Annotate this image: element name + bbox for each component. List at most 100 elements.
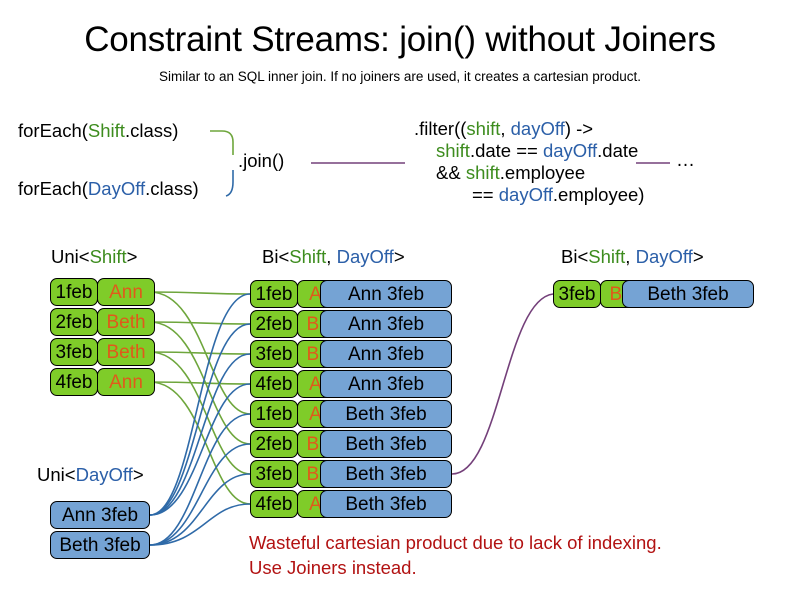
filter-line-2: shift.date == dayOff.date — [414, 140, 644, 162]
bi-right-date-cell: 3feb — [553, 280, 601, 308]
bi-mid-type-a: Shift — [289, 246, 327, 267]
cell-text: Beth 3feb — [345, 403, 427, 425]
uni-shift-suffix: > — [126, 246, 138, 267]
cell-text: Ann 3feb — [347, 283, 425, 305]
bi-middle-pair-cell: Beth 3feb — [320, 430, 452, 458]
uni-shift-prefix: Uni< — [51, 246, 90, 267]
cell-text: 2feb — [255, 433, 293, 455]
cell-text: 3feb — [55, 341, 93, 363]
cell-text: Beth — [106, 341, 146, 363]
bi-right-prefix: Bi< — [561, 246, 589, 267]
bi-middle-pair-cell: Beth 3feb — [320, 490, 452, 518]
bi-middle-date-cell: 2feb — [250, 430, 298, 458]
bi-middle-date-cell: 2feb — [250, 310, 298, 338]
filter-line3-op: && — [436, 162, 466, 183]
filter-line-3: && shift.employee — [414, 162, 644, 184]
cell-text: 3feb — [558, 283, 596, 305]
bi-mid-type-b: DayOff — [336, 246, 394, 267]
cell-text: 2feb — [55, 311, 93, 333]
bi-right-type-b: DayOff — [635, 246, 693, 267]
filter-line1-prefix: .filter(( — [414, 118, 467, 139]
cell-text: Ann — [109, 281, 143, 303]
bi-right-suffix: > — [692, 246, 704, 267]
warning-line-1: Wasteful cartesian product due to lack o… — [249, 532, 662, 553]
filter-line2-shift: shift — [436, 140, 470, 161]
warning-line-2: Use Joiners instead. — [249, 557, 417, 578]
cell-text: Beth 3feb — [345, 433, 427, 455]
filter-line1-suffix: ) -> — [564, 118, 594, 139]
cell-text: 1feb — [55, 281, 93, 303]
filter-line4-close: ) — [638, 184, 645, 205]
bi-middle-pair-cell: Ann 3feb — [320, 370, 452, 398]
cell-text: 1feb — [255, 403, 293, 425]
filter-line2-end: .date — [597, 140, 639, 161]
bi-middle-date-cell: 4feb — [250, 490, 298, 518]
cell-text: 3feb — [255, 463, 293, 485]
foreach-dayoff-prefix: forEach( — [18, 178, 88, 199]
bi-mid-comma: , — [326, 246, 337, 267]
bi-middle-date-cell: 1feb — [250, 280, 298, 308]
ellipsis-continuation: … — [676, 150, 695, 171]
foreach-dayoff-suffix: .class) — [145, 178, 199, 199]
page-title: Constraint Streams: join() without Joine… — [84, 20, 716, 59]
uni-shift-name-cell: Ann — [97, 278, 155, 306]
filter-expression: .filter((shift, dayOff) -> shift.date ==… — [414, 118, 644, 206]
bi-right-pair-cell: Beth 3feb — [622, 280, 754, 308]
uni-dayoff-cell: Beth 3feb — [50, 531, 150, 559]
uni-shift-name-cell: Beth — [97, 308, 155, 336]
cell-text: Ann 3feb — [347, 343, 425, 365]
bi-middle-date-cell: 3feb — [250, 460, 298, 488]
foreach-dayoff-expression: forEach(DayOff.class) — [18, 178, 199, 200]
join-call-label: .join() — [238, 150, 285, 171]
bi-middle-date-cell: 1feb — [250, 400, 298, 428]
page-subtitle: Similar to an SQL inner join. If no join… — [159, 69, 641, 84]
bi-middle-date-cell: 3feb — [250, 340, 298, 368]
filter-line1-shift: shift — [466, 118, 501, 139]
bi-mid-prefix: Bi< — [262, 246, 290, 267]
bi-middle-pair-cell: Ann 3feb — [320, 340, 452, 368]
bi-right-type-a: Shift — [588, 246, 626, 267]
cell-text: Ann — [109, 371, 143, 393]
cell-text: Beth 3feb — [345, 493, 427, 515]
uni-shift-name-cell: Ann — [97, 368, 155, 396]
uni-dayoff-cell: Ann 3feb — [50, 501, 150, 529]
bi-middle-pair-cell: Ann 3feb — [320, 280, 452, 308]
cell-text: Beth 3feb — [59, 534, 141, 556]
header-bi-middle: Bi<Shift, DayOff> — [262, 246, 405, 268]
foreach-shift-suffix: .class) — [124, 120, 179, 141]
filter-line4-dayoff: dayOff — [498, 184, 553, 205]
uni-dayoff-prefix: Uni< — [37, 464, 76, 485]
foreach-shift-type: Shift — [87, 120, 125, 141]
header-uni-shift: Uni<Shift> — [51, 246, 137, 268]
bi-right-comma: , — [625, 246, 636, 267]
cell-text: Beth 3feb — [345, 463, 427, 485]
cell-text: 2feb — [255, 313, 293, 335]
filter-line-1: .filter((shift, dayOff) -> — [414, 118, 644, 140]
filter-line2-dayoff: dayOff — [542, 140, 598, 161]
cell-text: 4feb — [55, 371, 93, 393]
cell-text: Ann 3feb — [61, 504, 139, 526]
uni-shift-date-cell: 4feb — [50, 368, 98, 396]
filter-line-4: == dayOff.employee) — [414, 184, 644, 206]
uni-shift-name-cell: Beth — [97, 338, 155, 366]
cell-text: 4feb — [255, 373, 293, 395]
cell-text: Beth — [106, 311, 146, 333]
header-bi-right: Bi<Shift, DayOff> — [561, 246, 704, 268]
uni-shift-date-cell: 2feb — [50, 308, 98, 336]
warning-note: Wasteful cartesian product due to lack o… — [249, 530, 662, 580]
foreach-shift-prefix: forEach( — [18, 120, 88, 141]
bi-middle-pair-cell: Beth 3feb — [320, 460, 452, 488]
bi-middle-date-cell: 4feb — [250, 370, 298, 398]
filter-line2-mid: .date == — [469, 140, 543, 161]
uni-dayoff-type: DayOff — [75, 464, 133, 485]
uni-shift-type: Shift — [89, 246, 127, 267]
uni-dayoff-suffix: > — [132, 464, 144, 485]
cell-text: 3feb — [255, 343, 293, 365]
filter-line3-end: .employee — [499, 162, 586, 183]
cell-text: 1feb — [255, 283, 293, 305]
bi-middle-pair-cell: Beth 3feb — [320, 400, 452, 428]
filter-line1-dayoff: dayOff — [510, 118, 565, 139]
filter-line4-end: .employee — [552, 184, 639, 205]
foreach-shift-expression: forEach(Shift.class) — [18, 120, 178, 142]
